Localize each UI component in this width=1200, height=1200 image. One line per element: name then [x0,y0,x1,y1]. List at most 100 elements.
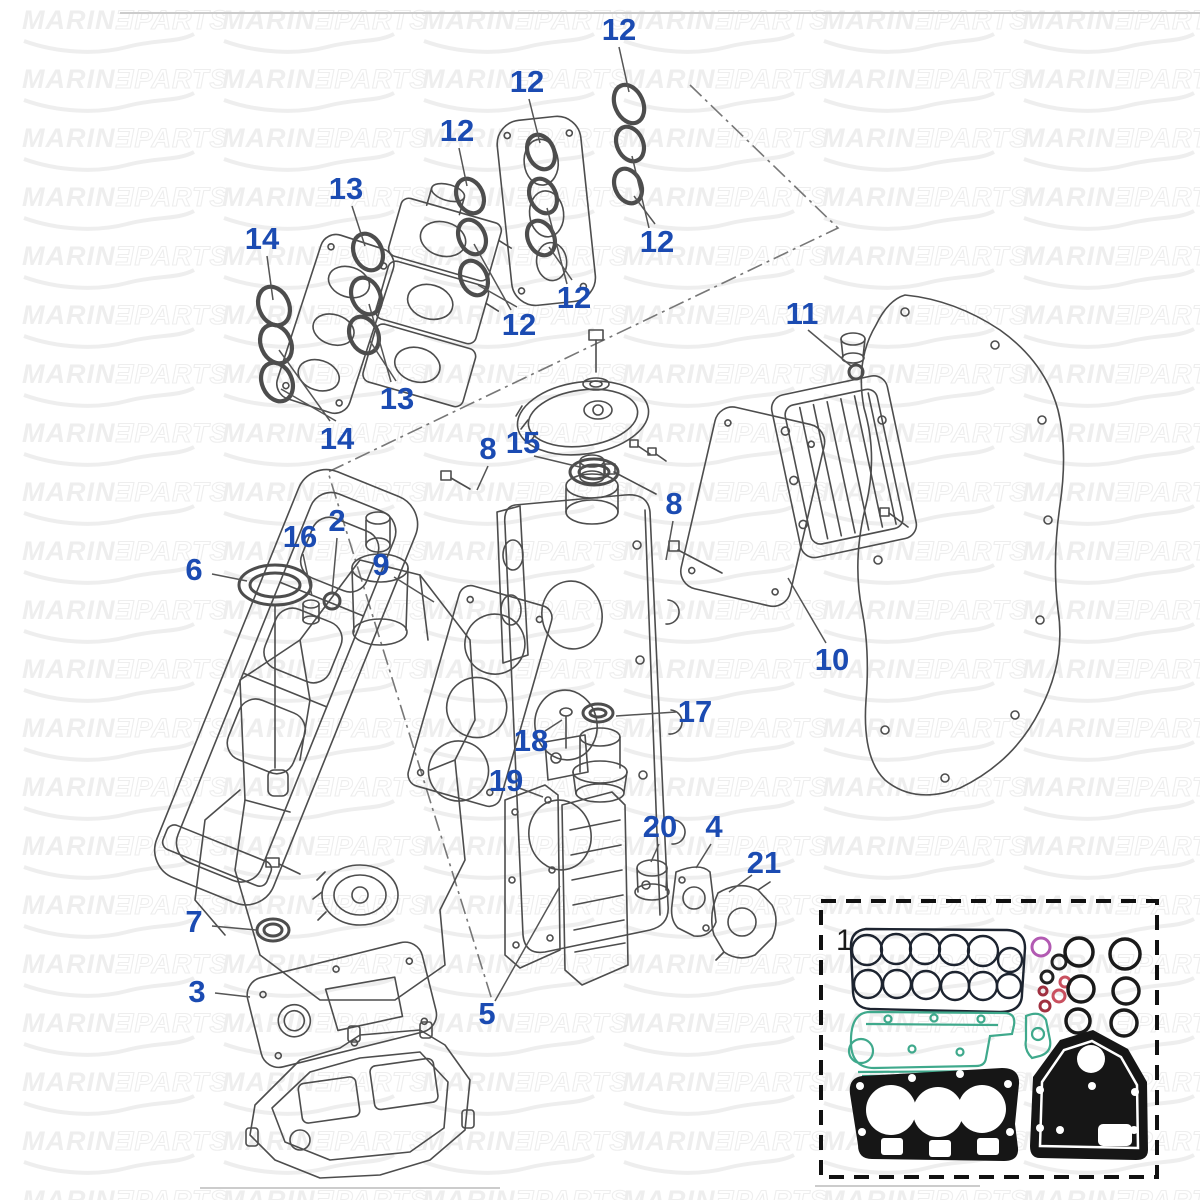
watermark [1020,770,1200,821]
part-callout-number: 12 [502,307,536,342]
watermark [820,829,1031,880]
watermark [1020,711,1200,762]
watermark [420,888,631,939]
callout-leader-line [518,787,544,798]
watermark [820,711,1031,762]
callout-leader-line [458,147,468,187]
watermark [1020,357,1200,408]
part-callout-number: 20 [643,809,677,844]
callout-leader-line [665,520,674,561]
watermark [620,652,831,703]
part-callout-number: 13 [329,171,363,206]
part-callout-number: 21 [747,845,781,880]
callout-leader-line [211,573,248,582]
callout-leader-line [302,553,313,597]
watermark [20,475,231,526]
callout-leader-line [331,537,338,595]
watermark [820,593,1031,644]
silencer-bolt-drawing [582,329,610,391]
part-callout-number: 16 [283,519,317,554]
watermark [20,829,231,880]
callout-leader-line [477,284,518,308]
watermark [1020,62,1200,113]
base-gasket-photo [1030,1030,1148,1160]
thermostat-cover-drawing [710,881,777,961]
watermark [220,121,431,172]
watermark [420,652,631,703]
callout-leader-line [211,925,257,931]
watermark-layer [20,3,1200,1200]
watermark [820,652,1031,703]
part-callout-number: 17 [678,694,712,729]
watermark [1020,121,1200,172]
callout-leader-line [278,349,331,422]
carburetor-stack-drawing [362,182,512,408]
callout-leader-line [473,243,512,311]
manifold-bolt [265,857,301,875]
lower-seal-drawing [255,917,291,943]
part-callout-number: 10 [815,642,849,677]
watermark [420,180,631,231]
part-callout-number: 12 [602,12,636,47]
callout-leader-line [615,711,677,717]
part-callout-number: 5 [478,996,495,1031]
callout-leader-line [548,246,573,281]
watermark [20,1183,231,1200]
callout-leader-line [728,874,753,893]
callout-leader-line [369,340,397,382]
callout-leader-line [280,388,337,422]
part-callout-number: 14 [245,221,280,256]
callout-leader-line [807,329,852,367]
callout-leader-line [528,98,541,144]
callout-leader-line [266,255,274,301]
cover-bolt-drawing [879,507,909,528]
part-callout-number: 18 [514,723,548,758]
watermark [20,62,231,113]
watermark [820,62,1031,113]
watermark [20,239,231,290]
part-callout-number: 3 [188,974,205,1009]
watermark [820,475,1031,526]
watermark [420,829,631,880]
watermark [1020,416,1200,467]
gasket-kit-inset: 1 [819,899,1159,1179]
watermark [1020,652,1200,703]
callout-leader-line [631,155,650,229]
watermark [620,593,831,644]
watermark [20,121,231,172]
part-callout-number: 8 [665,486,682,521]
watermark [820,121,1031,172]
watermark [420,1065,631,1116]
part-callout-number: 14 [320,421,355,456]
oring-set-photo [1030,936,1142,1038]
watermark [20,1065,231,1116]
part-callout-number: 15 [506,425,540,460]
callout-leader-line [544,719,563,732]
watermark [20,593,231,644]
watermark [420,357,631,408]
callout-leader-line [633,195,656,225]
watermark [620,1006,831,1057]
callout-leader-line [476,465,489,491]
part-callout-number: 2 [328,503,345,538]
part-callout-number: 11 [786,296,819,331]
leader-lines-layer [211,46,852,1002]
watermark [1020,298,1200,349]
part-callout-number: 13 [380,381,414,416]
part-callout-number: 12 [557,280,591,315]
watermark [1020,239,1200,290]
watermark [20,416,231,467]
engine-drawing-layer [153,82,1065,1179]
watermark [20,298,231,349]
part-callout-number: 9 [372,547,389,582]
part-callout-number: 7 [185,904,202,939]
watermark [620,947,831,998]
cylinder-head-drawing [496,454,686,954]
watermark [820,180,1031,231]
callout-leader-line [494,885,561,1002]
watermark [420,239,631,290]
watermark [620,475,831,526]
